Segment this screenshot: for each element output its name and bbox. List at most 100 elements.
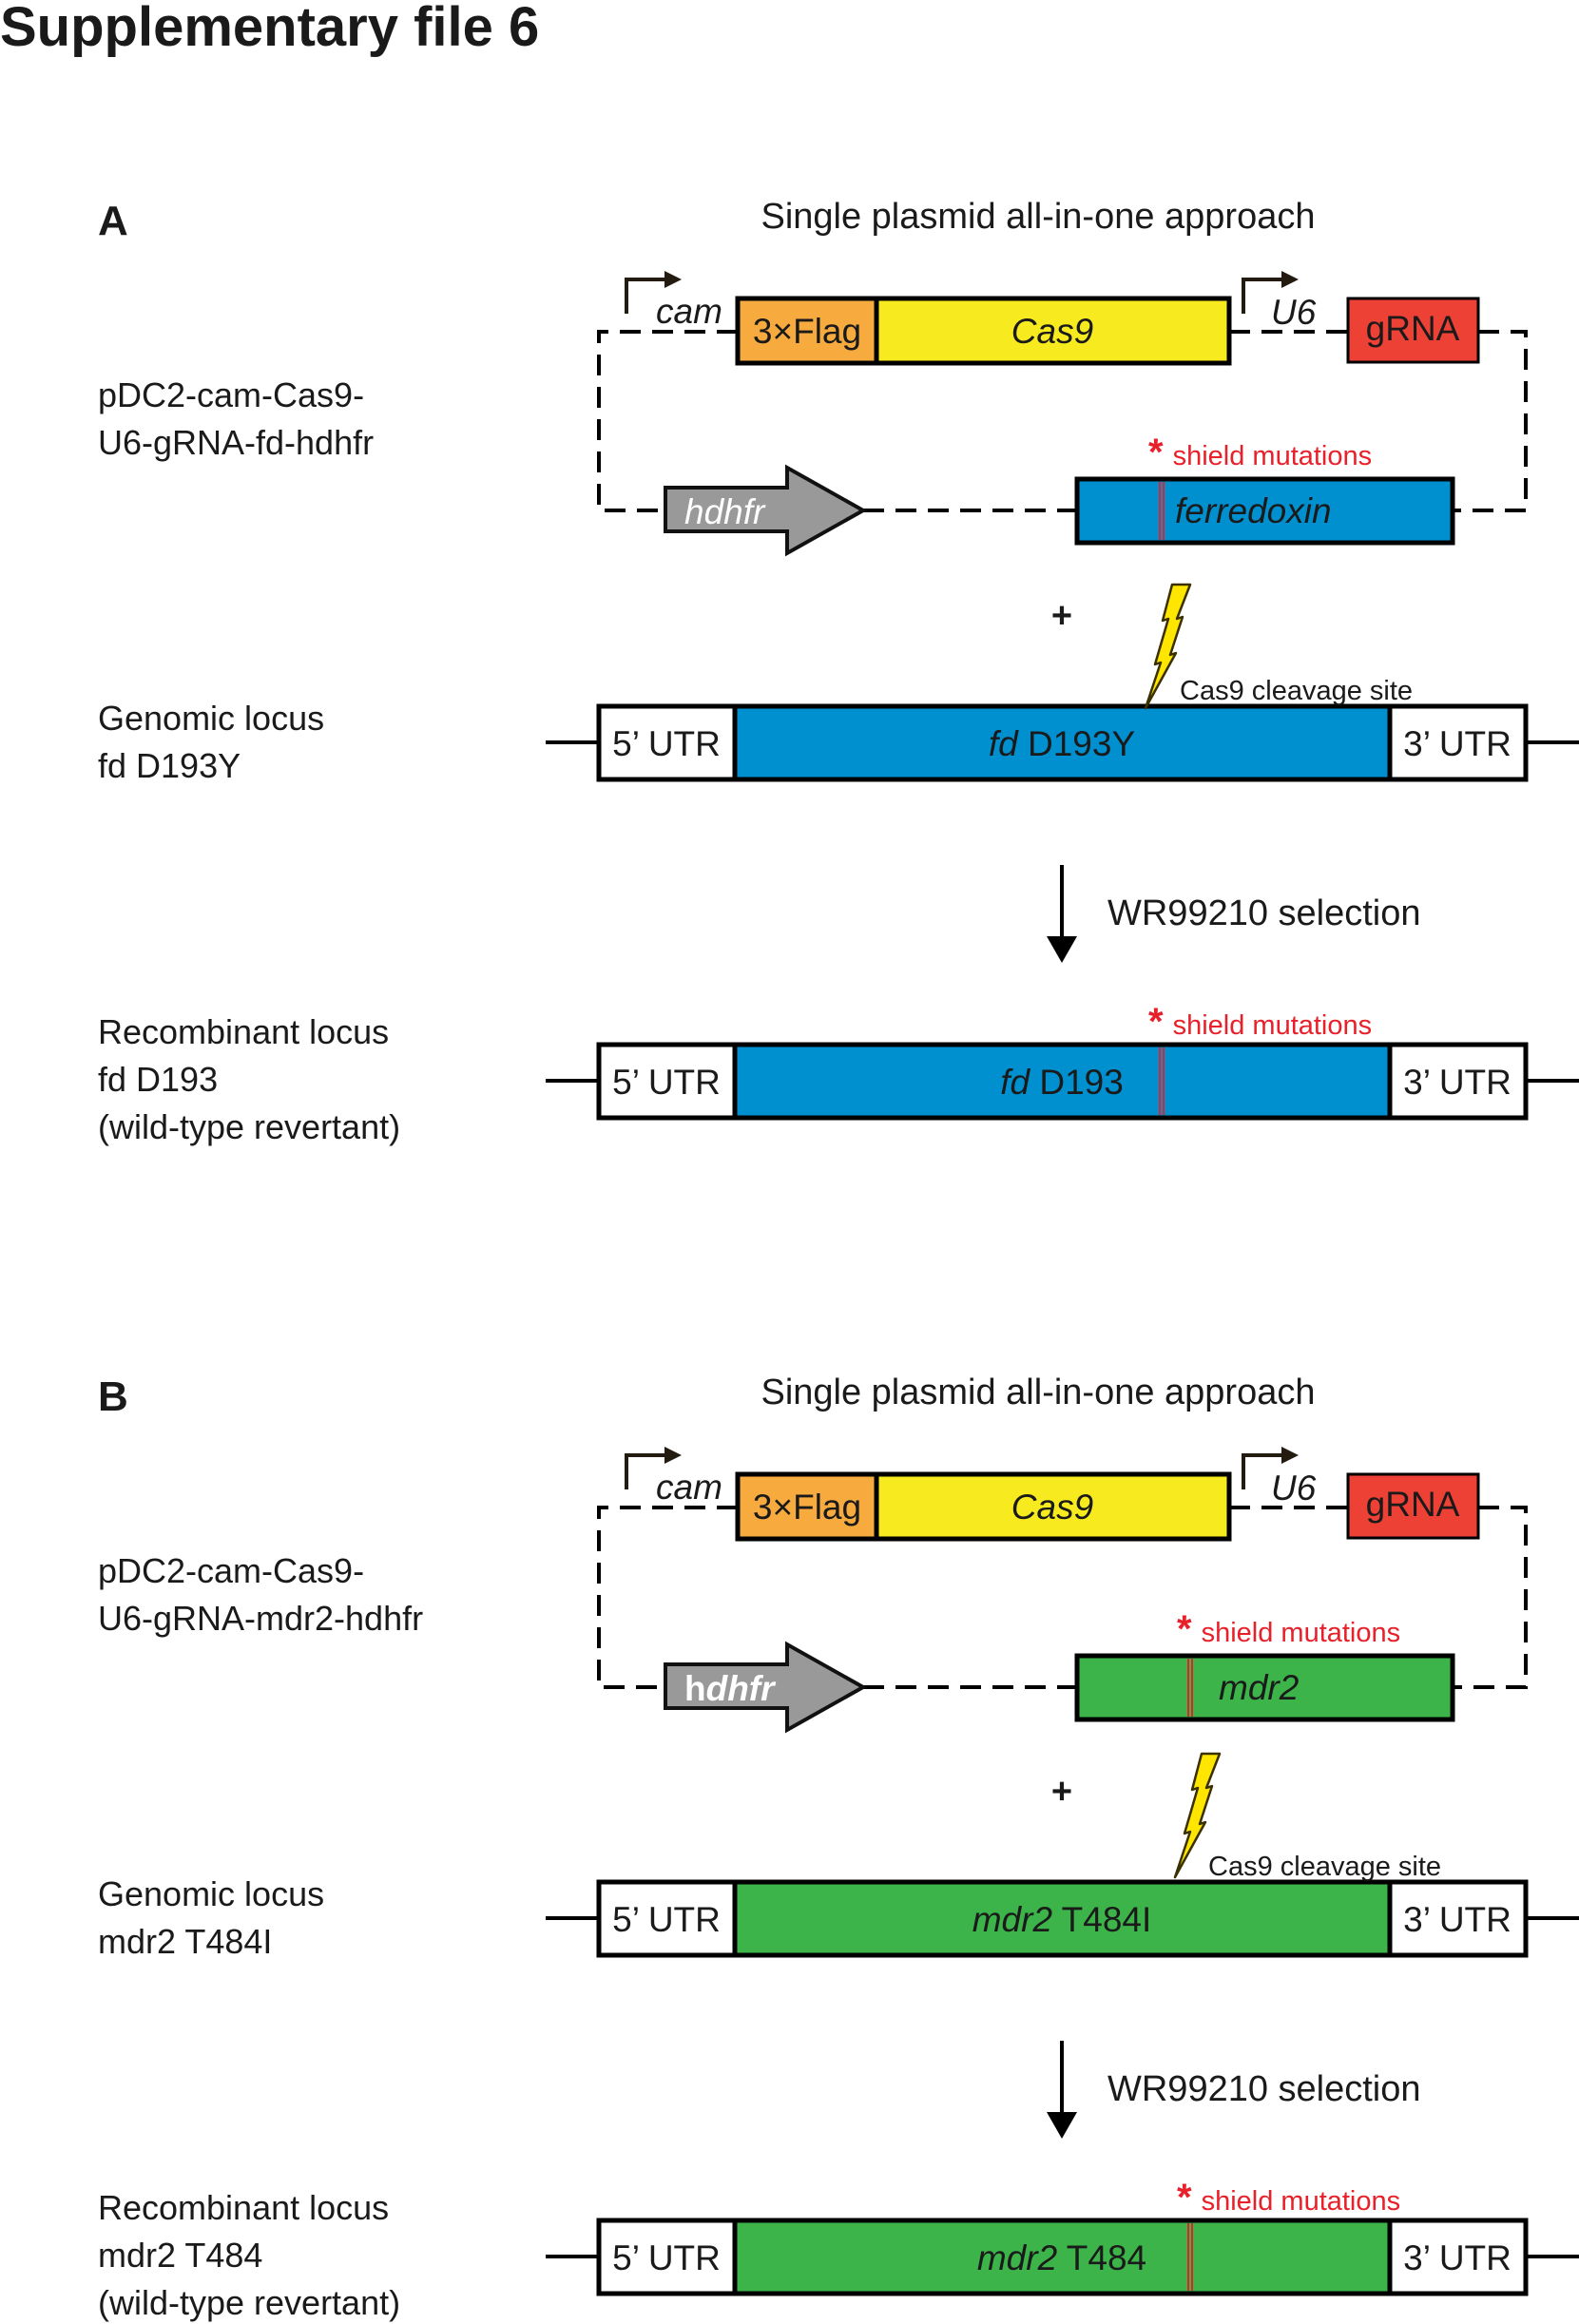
plasmid-backbone-left: [597, 330, 738, 512]
genomic-locus-label-line: fd D193Y: [98, 746, 241, 785]
utr5-label: 5’ UTR: [612, 2238, 721, 2277]
donor-gene-label: ferredoxin: [1175, 491, 1332, 530]
flag-tag-box: [735, 296, 879, 366]
cas9-cleavage-site-label: Cas9 cleavage site: [1180, 676, 1413, 706]
utr3-box: [1387, 1042, 1529, 1121]
utr3-label: 3’ UTR: [1403, 2238, 1512, 2277]
flag-tag-box: [735, 1471, 879, 1542]
promoter-arrowhead-icon: [1281, 1447, 1299, 1464]
panel-b: B Single plasmid all-in-one approach pDC2-…: [98, 1373, 1579, 2322]
flag-tag-label: 3×Flag: [753, 312, 861, 351]
u6-promoter-arrow: [1242, 271, 1299, 314]
donor-gene-box: [1074, 1653, 1455, 1722]
flag-tag-label: 3×Flag: [753, 1488, 861, 1527]
gene-cds-box: [732, 1042, 1393, 1121]
shield-note-text: shield mutations: [1202, 2186, 1401, 2217]
gene-name: fd: [1000, 1063, 1030, 1102]
gene-name: mdr2: [972, 1900, 1053, 1939]
utr5-label: 5’ UTR: [612, 724, 721, 763]
gene-cds-box: [732, 1879, 1393, 1958]
plasmid-backbone-right: [1454, 1506, 1528, 1689]
promoter-arrowhead-icon: [664, 271, 682, 288]
recombinant-locus-label-line: Recombinant locus: [98, 2188, 389, 2227]
donor-gene-box: [1074, 476, 1455, 546]
panel-heading: Single plasmid all-in-one approach: [761, 1373, 1315, 1412]
utr3-box: [1387, 703, 1529, 782]
cas9-label: Cas9: [1011, 1488, 1093, 1527]
promoter-arrowhead-icon: [1281, 271, 1299, 288]
plasmid-name-line: U6-gRNA-mdr2-hdhfr: [98, 1599, 423, 1638]
utr5-label: 5’ UTR: [612, 1063, 721, 1102]
hdhfr-marker-arrow: [664, 464, 868, 557]
cam-promoter-arrow: [625, 271, 682, 314]
panel-label: A: [98, 198, 128, 244]
lightning-bolt-icon: [1144, 583, 1192, 710]
panel-label: B: [98, 1373, 128, 1420]
cam-promoter-label: cam: [656, 292, 722, 331]
recombinant-locus-label-line: (wild-type revertant): [98, 1107, 400, 1146]
cas9-cleavage-site-label: Cas9 cleavage site: [1208, 1852, 1441, 1882]
gene-name: mdr2: [977, 2238, 1058, 2277]
gene-allele-label: fd D193: [1000, 1063, 1124, 1102]
donor-gene-label: mdr2: [1219, 1668, 1300, 1707]
promoter-line: [625, 1453, 670, 1489]
gene-name: fd: [989, 724, 1019, 763]
utr3-box: [1387, 1879, 1529, 1958]
shield-mutations-note: * shield mutations: [1148, 432, 1372, 473]
marker-label: hdhfr: [684, 1669, 777, 1708]
cas9-box: [874, 1471, 1232, 1542]
promoter-arrowhead-icon: [664, 1447, 682, 1464]
marker-label-name: hdhfr: [684, 492, 766, 531]
genomic-locus: 5’ UTR 3’ UTR fd D193Y: [546, 703, 1579, 782]
asterisk-icon: *: [1177, 2177, 1192, 2218]
allele-name: T484: [1057, 2238, 1146, 2277]
utr3-box: [1387, 2218, 1529, 2296]
utr3-label: 3’ UTR: [1403, 1063, 1512, 1102]
shield-mutations-note: * shield mutations: [1177, 2177, 1400, 2218]
u6-promoter-label: U6: [1271, 293, 1317, 332]
gene-allele-label: fd D193Y: [989, 724, 1135, 763]
recombinant-locus-label-line: Recombinant locus: [98, 1012, 389, 1051]
shield-mutations-note: * shield mutations: [1177, 1608, 1400, 1650]
asterisk-icon: *: [1177, 1608, 1192, 1650]
utr3-label: 3’ UTR: [1403, 1900, 1512, 1939]
recombinant-locus-label-line: (wild-type revertant): [98, 2283, 400, 2322]
selection-label: WR99210 selection: [1107, 2069, 1421, 2109]
plasmid-backbone-left: [597, 1506, 738, 1689]
plus-sign: +: [1051, 596, 1072, 636]
u6-promoter-arrow: [1242, 1447, 1299, 1489]
shield-note-text: shield mutations: [1202, 1618, 1401, 1648]
grna-box: [1346, 297, 1480, 364]
promoter-line: [1242, 1453, 1287, 1489]
recombinant-locus: 5’ UTR 3’ UTR fd D193: [546, 1042, 1579, 1121]
asterisk-icon: *: [1148, 432, 1164, 473]
hdhfr-marker-arrow: [664, 1641, 868, 1734]
plasmid-name-line: pDC2-cam-Cas9-: [98, 1551, 364, 1590]
allele-name: D193: [1030, 1063, 1124, 1102]
u6-promoter-label: U6: [1271, 1469, 1317, 1508]
genomic-locus-label-line: Genomic locus: [98, 699, 324, 738]
cam-promoter-label: cam: [656, 1468, 722, 1507]
cas9-box: [874, 296, 1232, 366]
gene-allele-label: mdr2 T484: [977, 2238, 1146, 2277]
allele-name: T484I: [1052, 1900, 1151, 1939]
plasmid-name-line: pDC2-cam-Cas9-: [98, 375, 364, 414]
marker-label-name: dhfr: [706, 1669, 778, 1708]
utr3-label: 3’ UTR: [1403, 724, 1512, 763]
down-arrow-icon: [1047, 936, 1077, 963]
lightning-bolt-icon: [1173, 1752, 1222, 1879]
promoter-line: [1242, 278, 1287, 314]
allele-name: D193Y: [1018, 724, 1135, 763]
plus-sign: +: [1051, 1772, 1072, 1812]
genomic-locus-label-line: Genomic locus: [98, 1874, 324, 1913]
genomic-locus-label-line: mdr2 T484I: [98, 1922, 272, 1961]
marker-label: hdhfr: [684, 492, 766, 531]
shield-note-text: shield mutations: [1173, 441, 1373, 471]
utr5-box: [596, 703, 738, 782]
figure-title: Supplementary file 6: [0, 0, 539, 58]
grna-box: [1346, 1472, 1480, 1540]
